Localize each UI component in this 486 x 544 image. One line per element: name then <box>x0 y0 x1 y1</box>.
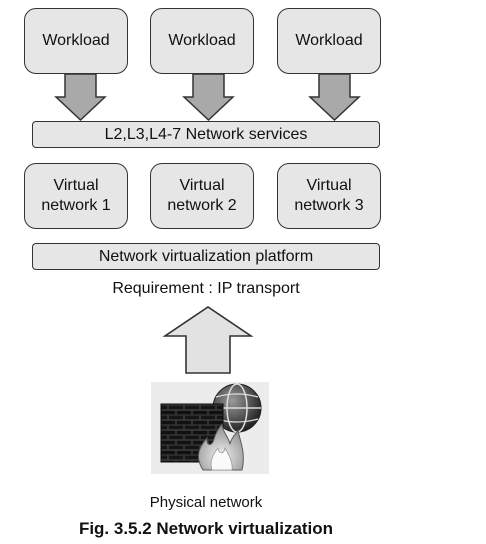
figure-caption: Fig. 3.5.2 Network virtualization <box>78 519 334 538</box>
virtual-network-label-1: Virtual network 1 <box>41 177 111 214</box>
down-arrow-3 <box>308 73 361 122</box>
virtual-network-box-3: Virtual network 3 <box>277 163 381 229</box>
workload-label-3: Workload <box>295 32 363 49</box>
up-arrow <box>162 306 254 374</box>
firewall-icon <box>151 382 269 474</box>
virtual-network-box-2: Virtual network 2 <box>150 163 254 229</box>
physical-network-label: Physical network <box>149 494 263 511</box>
virtual-network-label-3: Virtual network 3 <box>294 177 364 214</box>
requirement-text: Requirement : IP transport <box>112 280 300 297</box>
down-arrow-2 <box>182 73 235 122</box>
workload-box-2: Workload <box>150 8 254 74</box>
workload-label-2: Workload <box>168 32 236 49</box>
workload-box-3: Workload <box>277 8 381 74</box>
network-services-band: L2,L3,L4-7 Network services <box>32 121 380 148</box>
workload-label-1: Workload <box>42 32 110 49</box>
virtualization-platform-label: Network virtualization platform <box>98 247 314 265</box>
workload-box-1: Workload <box>24 8 128 74</box>
virtualization-platform-band: Network virtualization platform <box>32 243 380 270</box>
down-arrow-1 <box>54 73 107 122</box>
virtual-network-label-2: Virtual network 2 <box>167 177 237 214</box>
virtual-network-box-1: Virtual network 1 <box>24 163 128 229</box>
network-services-label: L2,L3,L4-7 Network services <box>104 125 308 143</box>
